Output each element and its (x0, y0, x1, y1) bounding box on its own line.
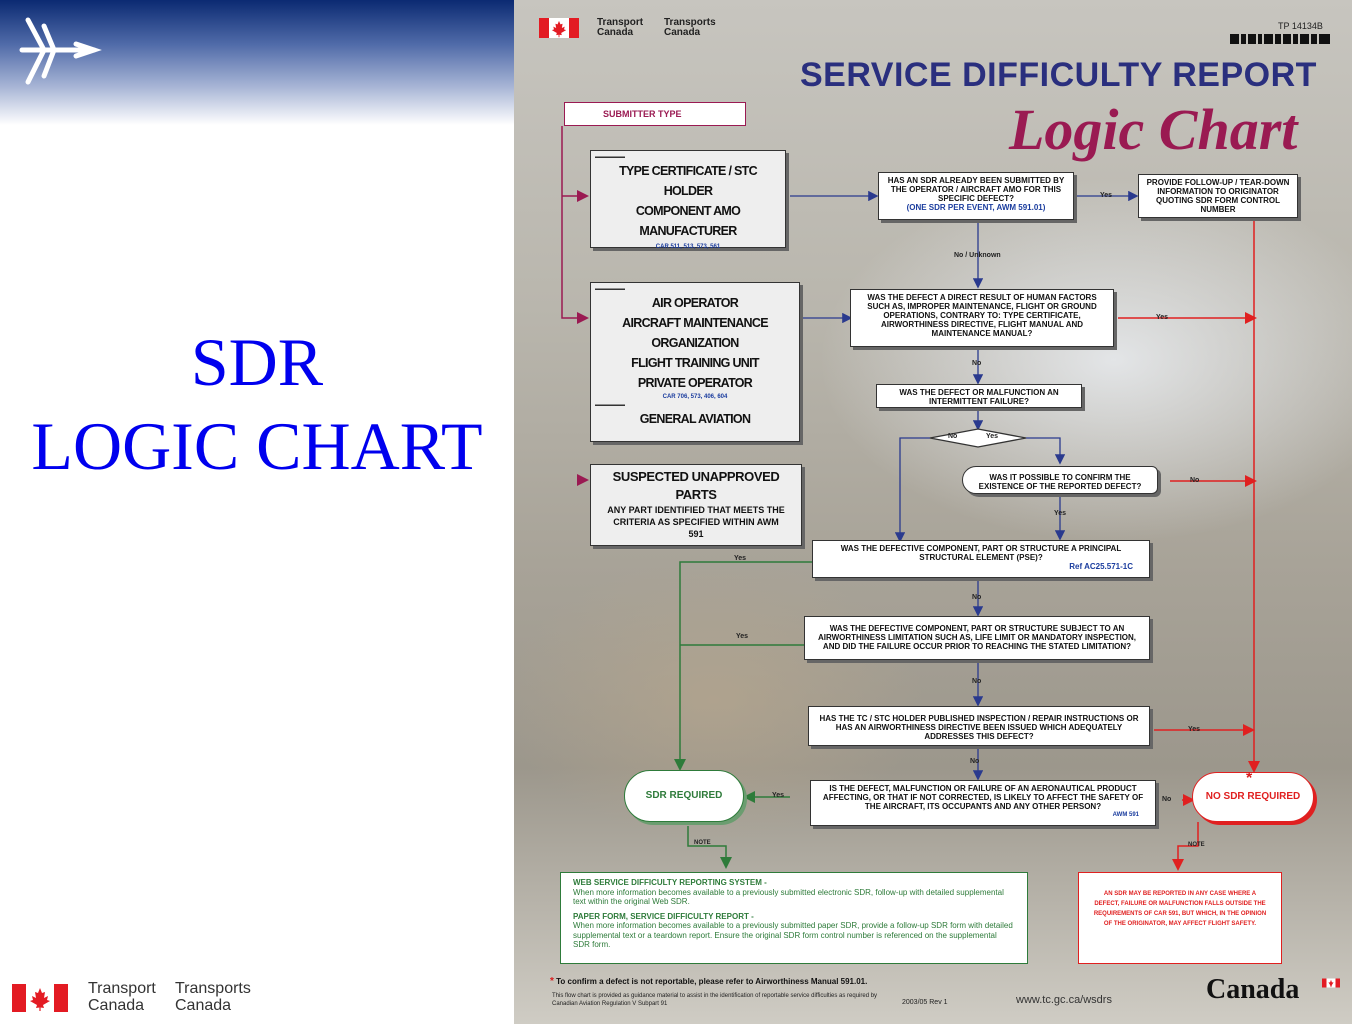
tiny-heading: ▬▬▬▬▬▬ (595, 154, 625, 160)
no-sdr-required-terminator: NO SDR REQUIRED (1192, 772, 1314, 822)
sdr-logic-chart-poster: Transport Canada Transports Canada TP 14… (514, 0, 1352, 1024)
q4-yes-label: Yes (1054, 510, 1067, 517)
poster-canada-fr: Canada (664, 27, 701, 38)
q8-text: IS THE DEFECT, MALFUNCTION OR FAILURE OF… (822, 784, 1144, 811)
footer-transport-fr: Transports (175, 980, 251, 997)
q8-yes-label: Yes (772, 792, 785, 799)
q4-no-label: No (1190, 477, 1200, 484)
sdr-required-terminator: SDR REQUIRED (624, 770, 744, 822)
q5-yes-label: Yes (734, 555, 747, 562)
q2-yes-label: Yes (1156, 314, 1169, 321)
tc-holder-box: ▬▬▬▬▬▬ TYPE CERTIFICATE / STC HOLDER COM… (590, 150, 786, 250)
question-sdr-already-submitted: HAS AN SDR ALREADY BEEN SUBMITTED BY THE… (878, 172, 1074, 220)
operator-car-ref: CAR 706, 573, 406, 604 (662, 394, 728, 400)
q8-no-label: No (1162, 796, 1172, 803)
asterisk-marker: * (1246, 770, 1253, 787)
q1-text: HAS AN SDR ALREADY BEEN SUBMITTED BY THE… (887, 176, 1065, 203)
green-note-label: NOTE (694, 840, 711, 846)
note-web-heading: WEB SERVICE DIFFICULTY REPORTING SYSTEM … (573, 878, 767, 887)
tc-line-1: TYPE CERTIFICATE / STC HOLDER (619, 164, 758, 198)
q1-ref: (ONE SDR PER EVENT, AWM 591.01) (906, 203, 1046, 212)
poster-canada-flag-icon (539, 18, 579, 38)
tc-line-3: MANUFACTURER (639, 224, 737, 238)
question-airworthiness-limitation: WAS THE DEFECTIVE COMPONENT, PART OR STR… (804, 616, 1150, 660)
operator-box: ▬▬▬▬▬▬ AIR OPERATOR AIRCRAFT MAINTENANCE… (590, 282, 800, 442)
q1-no-unknown-label: No / Unknown (954, 252, 1001, 259)
q5-text: WAS THE DEFECTIVE COMPONENT, PART OR STR… (840, 544, 1122, 562)
sup-text: ANY PART IDENTIFIED THAT MEETS THE CRITE… (607, 505, 785, 539)
operator-line-3: FLIGHT TRAINING UNIT (631, 356, 759, 370)
note-web-text: When more information becomes available … (573, 887, 1004, 907)
poster-right-margin (1352, 0, 1365, 1024)
canada-wordmark: Canada (1206, 974, 1299, 1006)
poster-canada-en: Canada (597, 27, 634, 38)
question-intermittent-failure: WAS THE DEFECT OR MALFUNCTION AN INTERMI… (876, 384, 1082, 408)
footer-canada-fr: Canada (175, 997, 232, 1014)
tiny-heading: ▬▬▬▬▬▬ (595, 286, 625, 292)
footnote-asterisk: * (550, 976, 554, 987)
operator-line-2: AIRCRAFT MAINTENANCE ORGANIZATION (622, 316, 768, 350)
decision-diamond (929, 428, 1027, 448)
q7-yes-label: Yes (1188, 726, 1201, 733)
document-number: TP 14134B (1278, 21, 1323, 31)
slide-title: SDR LOGIC CHART (0, 320, 514, 488)
poster-transport-en: Transport (597, 17, 644, 28)
q5-ref: Ref AC25.571-1C (1069, 562, 1133, 571)
general-aviation: GENERAL AVIATION (639, 412, 751, 426)
tc-car-ref: CAR 511, 513, 573, 561 (655, 244, 721, 250)
follow-up-info-box: PROVIDE FOLLOW-UP / TEAR-DOWN INFORMATIO… (1138, 174, 1298, 218)
revision: 2003/05 Rev 1 (902, 999, 948, 1006)
note-paper-text: When more information becomes available … (573, 921, 1013, 949)
footnote: * To confirm a defect is not reportable,… (550, 976, 867, 987)
tiny-heading: ▬▬▬▬▬▬ (595, 402, 625, 408)
red-note-label: NOTE (1188, 842, 1205, 848)
disclaimer: This flow chart is provided as guidance … (552, 993, 878, 1007)
q8-ref: AWM 591 (1112, 812, 1139, 818)
question-affects-safety: IS THE DEFECT, MALFUNCTION OR FAILURE OF… (810, 780, 1156, 826)
submitter-type-label: SUBMITTER TYPE (564, 102, 746, 126)
diamond-no-label: No (948, 433, 958, 440)
q7-no-label: No (970, 758, 980, 765)
canada-wordmark-text: Canada (1206, 974, 1300, 1005)
question-tc-holder-published: HAS THE TC / STC HOLDER PUBLISHED INSPEC… (808, 706, 1150, 746)
diamond-yes-label: Yes (986, 433, 999, 440)
tc-line-2: COMPONENT AMO (635, 204, 741, 218)
header-banner (0, 0, 514, 125)
canada-flag-icon (12, 984, 68, 1012)
sup-title: SUSPECTED UNAPPROVED PARTS (612, 469, 780, 502)
footer-canada-en: Canada (88, 997, 145, 1014)
poster-transport-fr: Transports (664, 17, 716, 28)
question-pse: WAS THE DEFECTIVE COMPONENT, PART OR STR… (812, 540, 1150, 578)
website-url: www.tc.gc.ca/wsdrs (1016, 994, 1112, 1006)
optional-sdr-note: AN SDR MAY BE REPORTED IN ANY CASE WHERE… (1078, 872, 1282, 964)
flow-connectors (561, 126, 1260, 871)
question-confirm-existence: WAS IT POSSIBLE TO CONFIRM THE EXISTENCE… (962, 466, 1158, 494)
operator-line-4: PRIVATE OPERATOR (637, 376, 753, 390)
poster-subtitle: Logic Chart (1009, 97, 1298, 162)
poster-title: SERVICE DIFFICULTY REPORT (800, 56, 1317, 94)
q1-yes-label: Yes (1100, 192, 1113, 199)
footer-transport-en: Transport (88, 980, 156, 997)
suspected-unapproved-parts-box: SUSPECTED UNAPPROVED PARTS ANY PART IDEN… (590, 464, 802, 546)
note-paper-heading: PAPER FORM, SERVICE DIFFICULTY REPORT - (573, 911, 754, 921)
q5-no-label: No (972, 594, 982, 601)
airplane-icon (19, 17, 102, 85)
q2-no-label: No (972, 360, 982, 367)
q6-no-label: No (972, 678, 982, 685)
wordmark-flag-icon (1322, 978, 1340, 988)
question-human-factors: WAS THE DEFECT A DIRECT RESULT OF HUMAN … (850, 289, 1114, 347)
slide-title-line1: SDR (190, 324, 324, 400)
slide-title-line2: LOGIC CHART (31, 408, 483, 484)
footnote-text: To confirm a defect is not reportable, p… (556, 977, 868, 986)
q6-yes-label: Yes (736, 633, 749, 640)
barcode-icon (1230, 34, 1330, 44)
operator-line-1: AIR OPERATOR (651, 296, 739, 310)
web-sdr-note: WEB SERVICE DIFFICULTY REPORTING SYSTEM … (560, 872, 1028, 964)
